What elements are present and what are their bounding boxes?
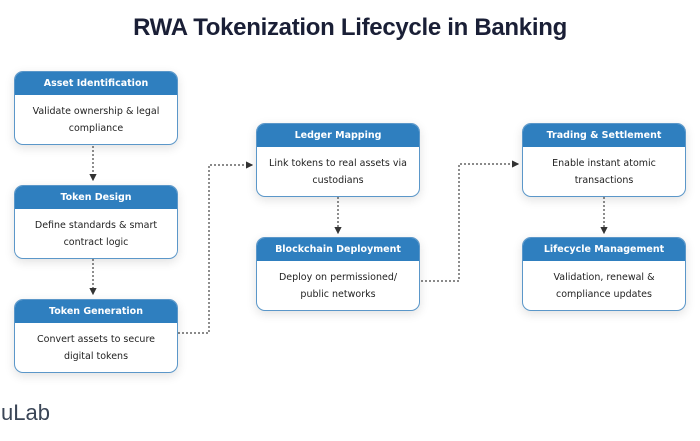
- step-lifecycle-management: Lifecycle Management Validation, renewal…: [522, 237, 686, 311]
- step-asset-identification: Asset Identification Validate ownership …: [14, 71, 178, 145]
- step-description: Link tokens to real assets via custodian…: [269, 157, 407, 186]
- step-title: Token Design: [15, 186, 177, 209]
- step-token-design: Token Design Define standards & smart co…: [14, 185, 178, 259]
- step-title: Token Generation: [15, 300, 177, 323]
- step-description: Deploy on permissioned/ public networks: [278, 271, 398, 300]
- step-description: Validation, renewal & compliance updates: [553, 271, 655, 300]
- step-description: Convert assets to secure digital tokens: [37, 333, 155, 362]
- step-blockchain-deployment: Blockchain Deployment Deploy on permissi…: [256, 237, 420, 311]
- step-title: Blockchain Deployment: [257, 238, 419, 261]
- step-description: Enable instant atomic transactions: [552, 157, 656, 186]
- connector-3-4: [178, 161, 254, 334]
- step-ledger-mapping: Ledger Mapping Link tokens to real asset…: [256, 123, 420, 197]
- connector-5-6: [421, 160, 520, 282]
- diagram-title: RWA Tokenization Lifecycle in Banking: [133, 14, 567, 41]
- brand-logo-text: uLab: [1, 400, 50, 425]
- step-title: Asset Identification: [15, 72, 177, 95]
- step-title: Ledger Mapping: [257, 124, 419, 147]
- step-description: Define standards & smart contract logic: [34, 219, 158, 248]
- diagram-canvas: RWA Tokenization Lifecycle in Banking As…: [14, 14, 686, 373]
- step-title: Trading & Settlement: [523, 124, 685, 147]
- step-title: Lifecycle Management: [523, 238, 685, 261]
- step-token-generation: Token Generation Convert assets to secur…: [14, 299, 178, 373]
- step-description: Validate ownership & legal compliance: [32, 105, 160, 134]
- step-trading-settlement: Trading & Settlement Enable instant atom…: [522, 123, 686, 197]
